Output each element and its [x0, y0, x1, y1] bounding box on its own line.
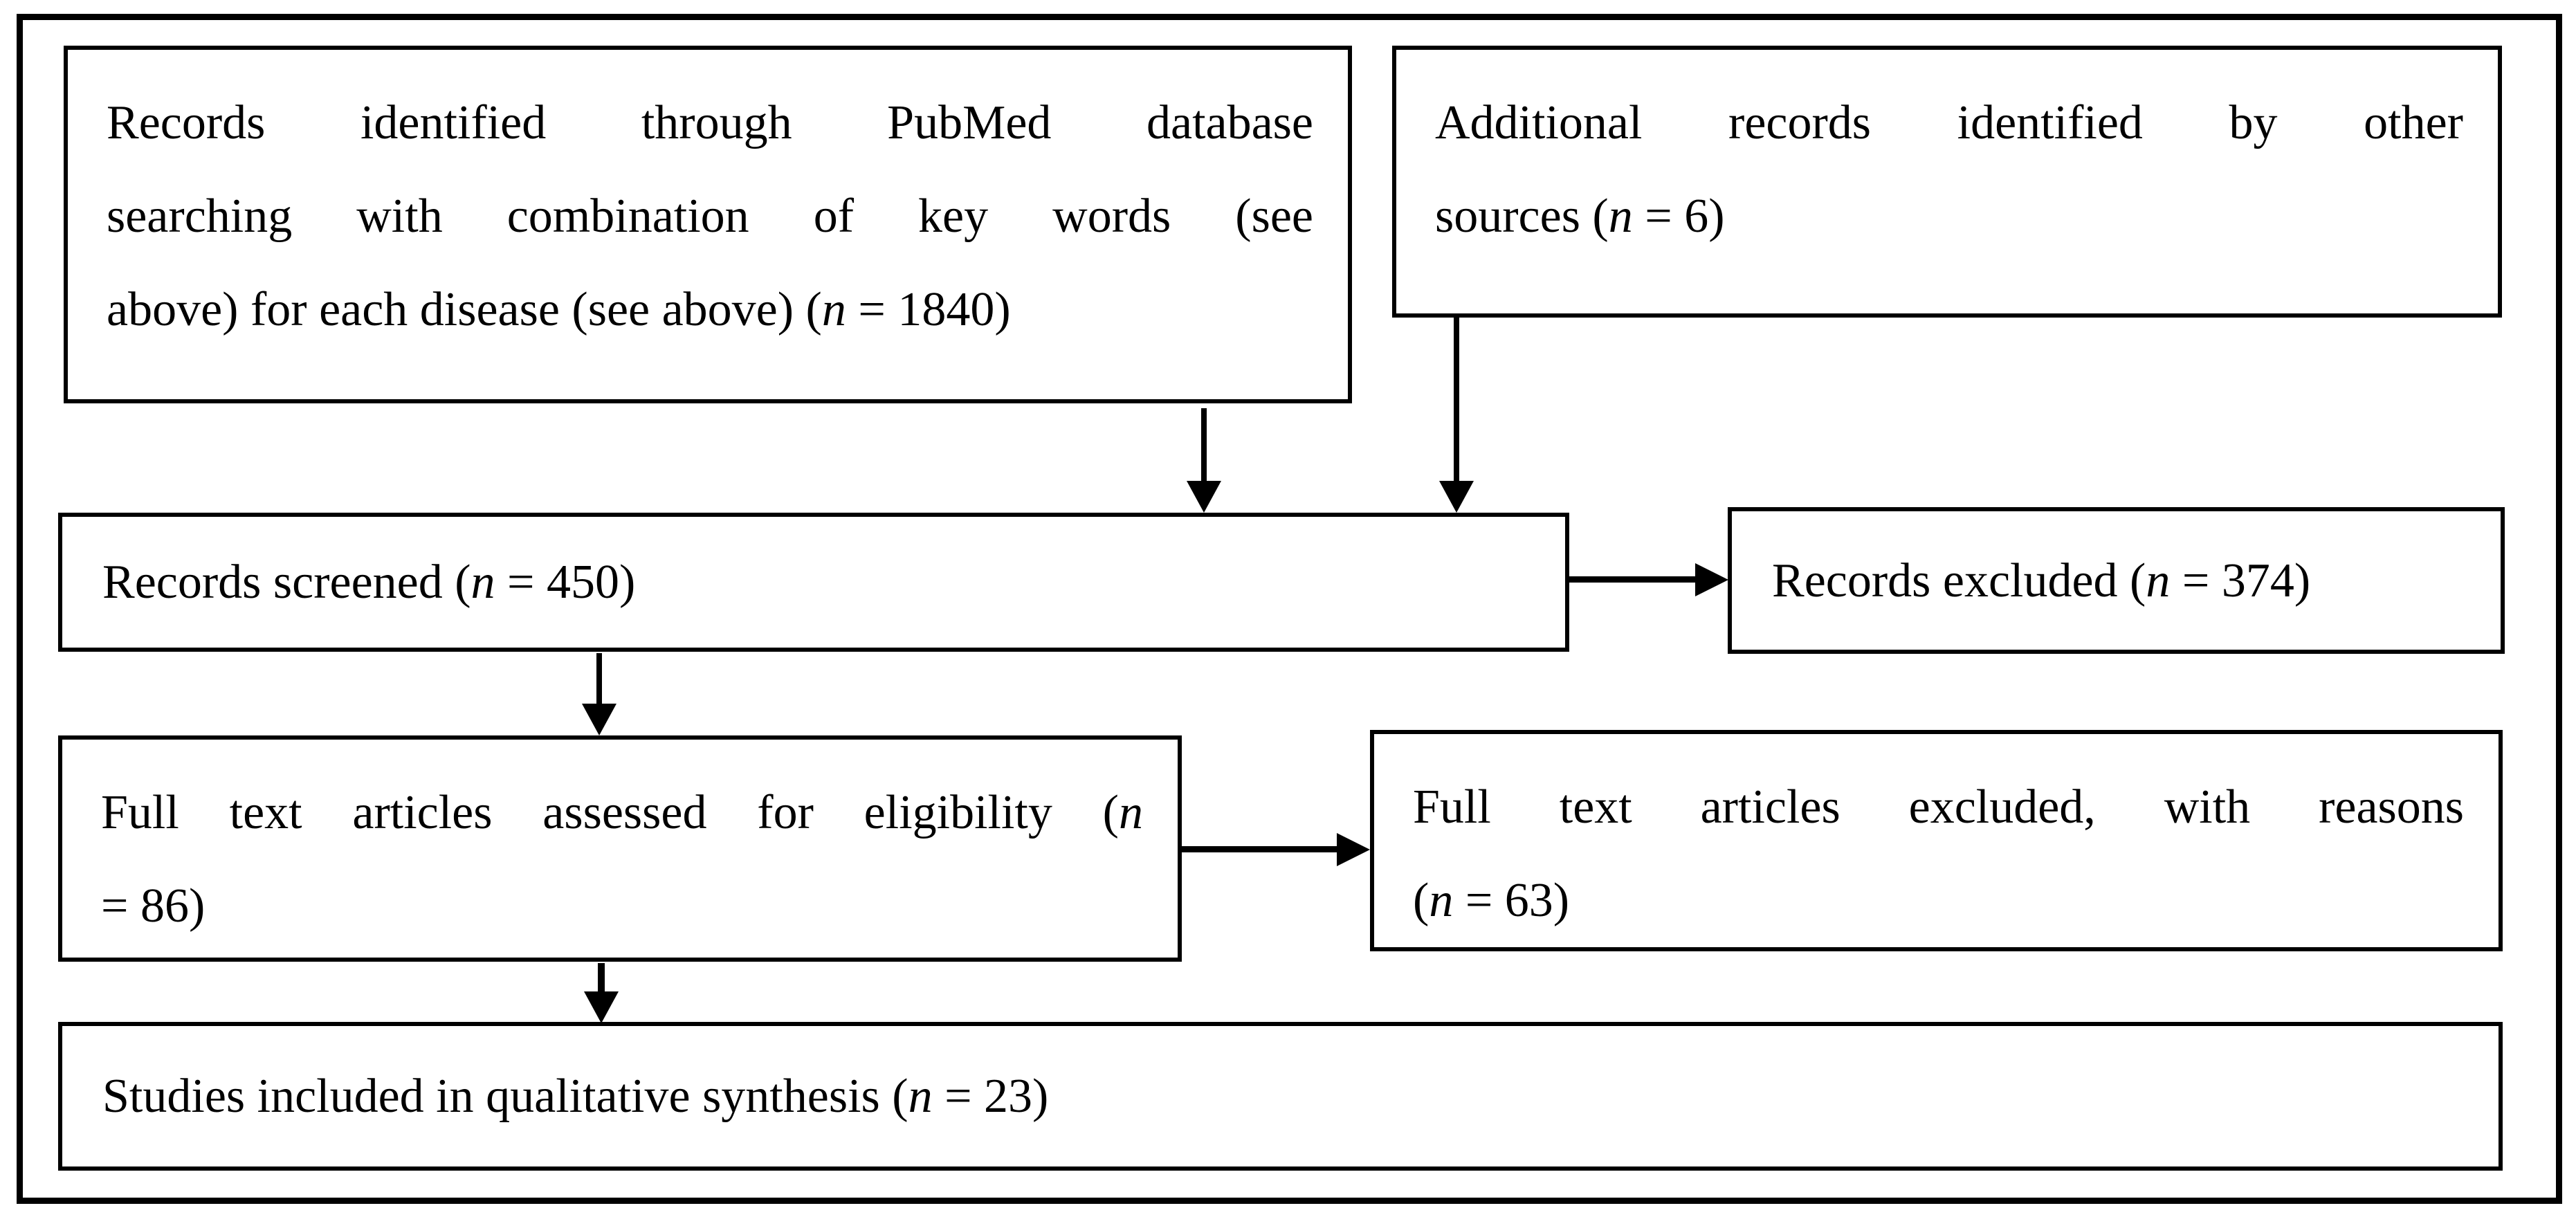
box-additional-records: Additional records identified by other s…	[1392, 46, 2502, 318]
n-variable: n	[821, 283, 846, 336]
text-segment: Records screened (	[102, 556, 471, 609]
arrow-shaft	[1201, 408, 1207, 482]
box-records-screened: Records screened (n = 450)	[58, 513, 1569, 652]
arrow-shaft	[1182, 846, 1340, 852]
box-text-line: (n = 63)	[1413, 854, 2464, 947]
text-segment: (	[1413, 874, 1429, 927]
box-records-excluded: Records excluded (n = 374)	[1728, 507, 2505, 654]
n-variable: n	[1608, 190, 1633, 243]
box-text-line: searching with combination of key words …	[107, 170, 1313, 263]
box-text-line: Records identified through PubMed databa…	[107, 76, 1313, 170]
arrow-shaft	[1569, 576, 1698, 583]
box-text-line: Additional records identified by other	[1435, 76, 2463, 170]
box-fulltext-excluded: Full text articles excluded, with reason…	[1370, 730, 2503, 951]
box-studies-included: Studies included in qualitative synthesi…	[58, 1022, 2503, 1171]
arrow-head-down-icon	[582, 704, 616, 735]
box-records-identified: Records identified through PubMed databa…	[64, 46, 1352, 403]
text-segment: = 86)	[101, 879, 205, 933]
text-segment: = 374)	[2170, 553, 2311, 607]
box-fulltext-assessed: Full text articles assessed for eligibil…	[58, 735, 1182, 962]
box-text-line: sources (n = 6)	[1435, 170, 2463, 263]
box-text-line: Studies included in qualitative synthesi…	[102, 1050, 1048, 1143]
text-segment: = 450)	[495, 556, 636, 609]
n-variable: n	[471, 556, 495, 609]
text-segment: = 1840)	[846, 283, 1011, 336]
text-segment: Full text articles assessed for eligibil…	[101, 786, 1119, 839]
box-text-line: = 86)	[101, 859, 1143, 953]
text-segment: Records excluded (	[1772, 553, 2146, 607]
arrow-head-down-icon	[1187, 481, 1221, 513]
arrow-shaft	[596, 653, 602, 705]
box-text-line: Records screened (n = 450)	[102, 536, 635, 629]
n-variable: n	[1429, 874, 1454, 927]
text-segment: above) for each disease (see above) (	[107, 283, 822, 336]
box-text-line: above) for each disease (see above) (n =…	[107, 263, 1313, 356]
text-segment: Studies included in qualitative synthesi…	[102, 1070, 908, 1123]
arrow-head-down-icon	[1439, 481, 1474, 513]
box-text-line: Records excluded (n = 374)	[1772, 534, 2310, 628]
arrow-head-right-icon	[1695, 563, 1728, 596]
n-variable: n	[1119, 786, 1143, 839]
text-segment: Full text articles excluded, with reason…	[1413, 780, 2464, 834]
text-segment: searching with combination of key words …	[107, 190, 1313, 243]
arrow-head-right-icon	[1337, 833, 1370, 866]
text-segment: sources (	[1435, 190, 1609, 243]
n-variable: n	[2146, 553, 2171, 607]
text-segment: = 6)	[1632, 190, 1725, 243]
arrow-shaft	[1454, 318, 1459, 482]
arrow-head-down-icon	[584, 991, 619, 1023]
box-text-line: Full text articles assessed for eligibil…	[101, 766, 1143, 859]
n-variable: n	[908, 1070, 933, 1123]
arrow-shaft	[598, 963, 605, 993]
box-text-line: Full text articles excluded, with reason…	[1413, 760, 2464, 854]
text-segment: Records identified through PubMed databa…	[107, 96, 1313, 149]
text-segment: = 63)	[1453, 874, 1570, 927]
text-segment: Additional records identified by other	[1435, 96, 2463, 149]
text-segment: = 23)	[932, 1070, 1049, 1123]
